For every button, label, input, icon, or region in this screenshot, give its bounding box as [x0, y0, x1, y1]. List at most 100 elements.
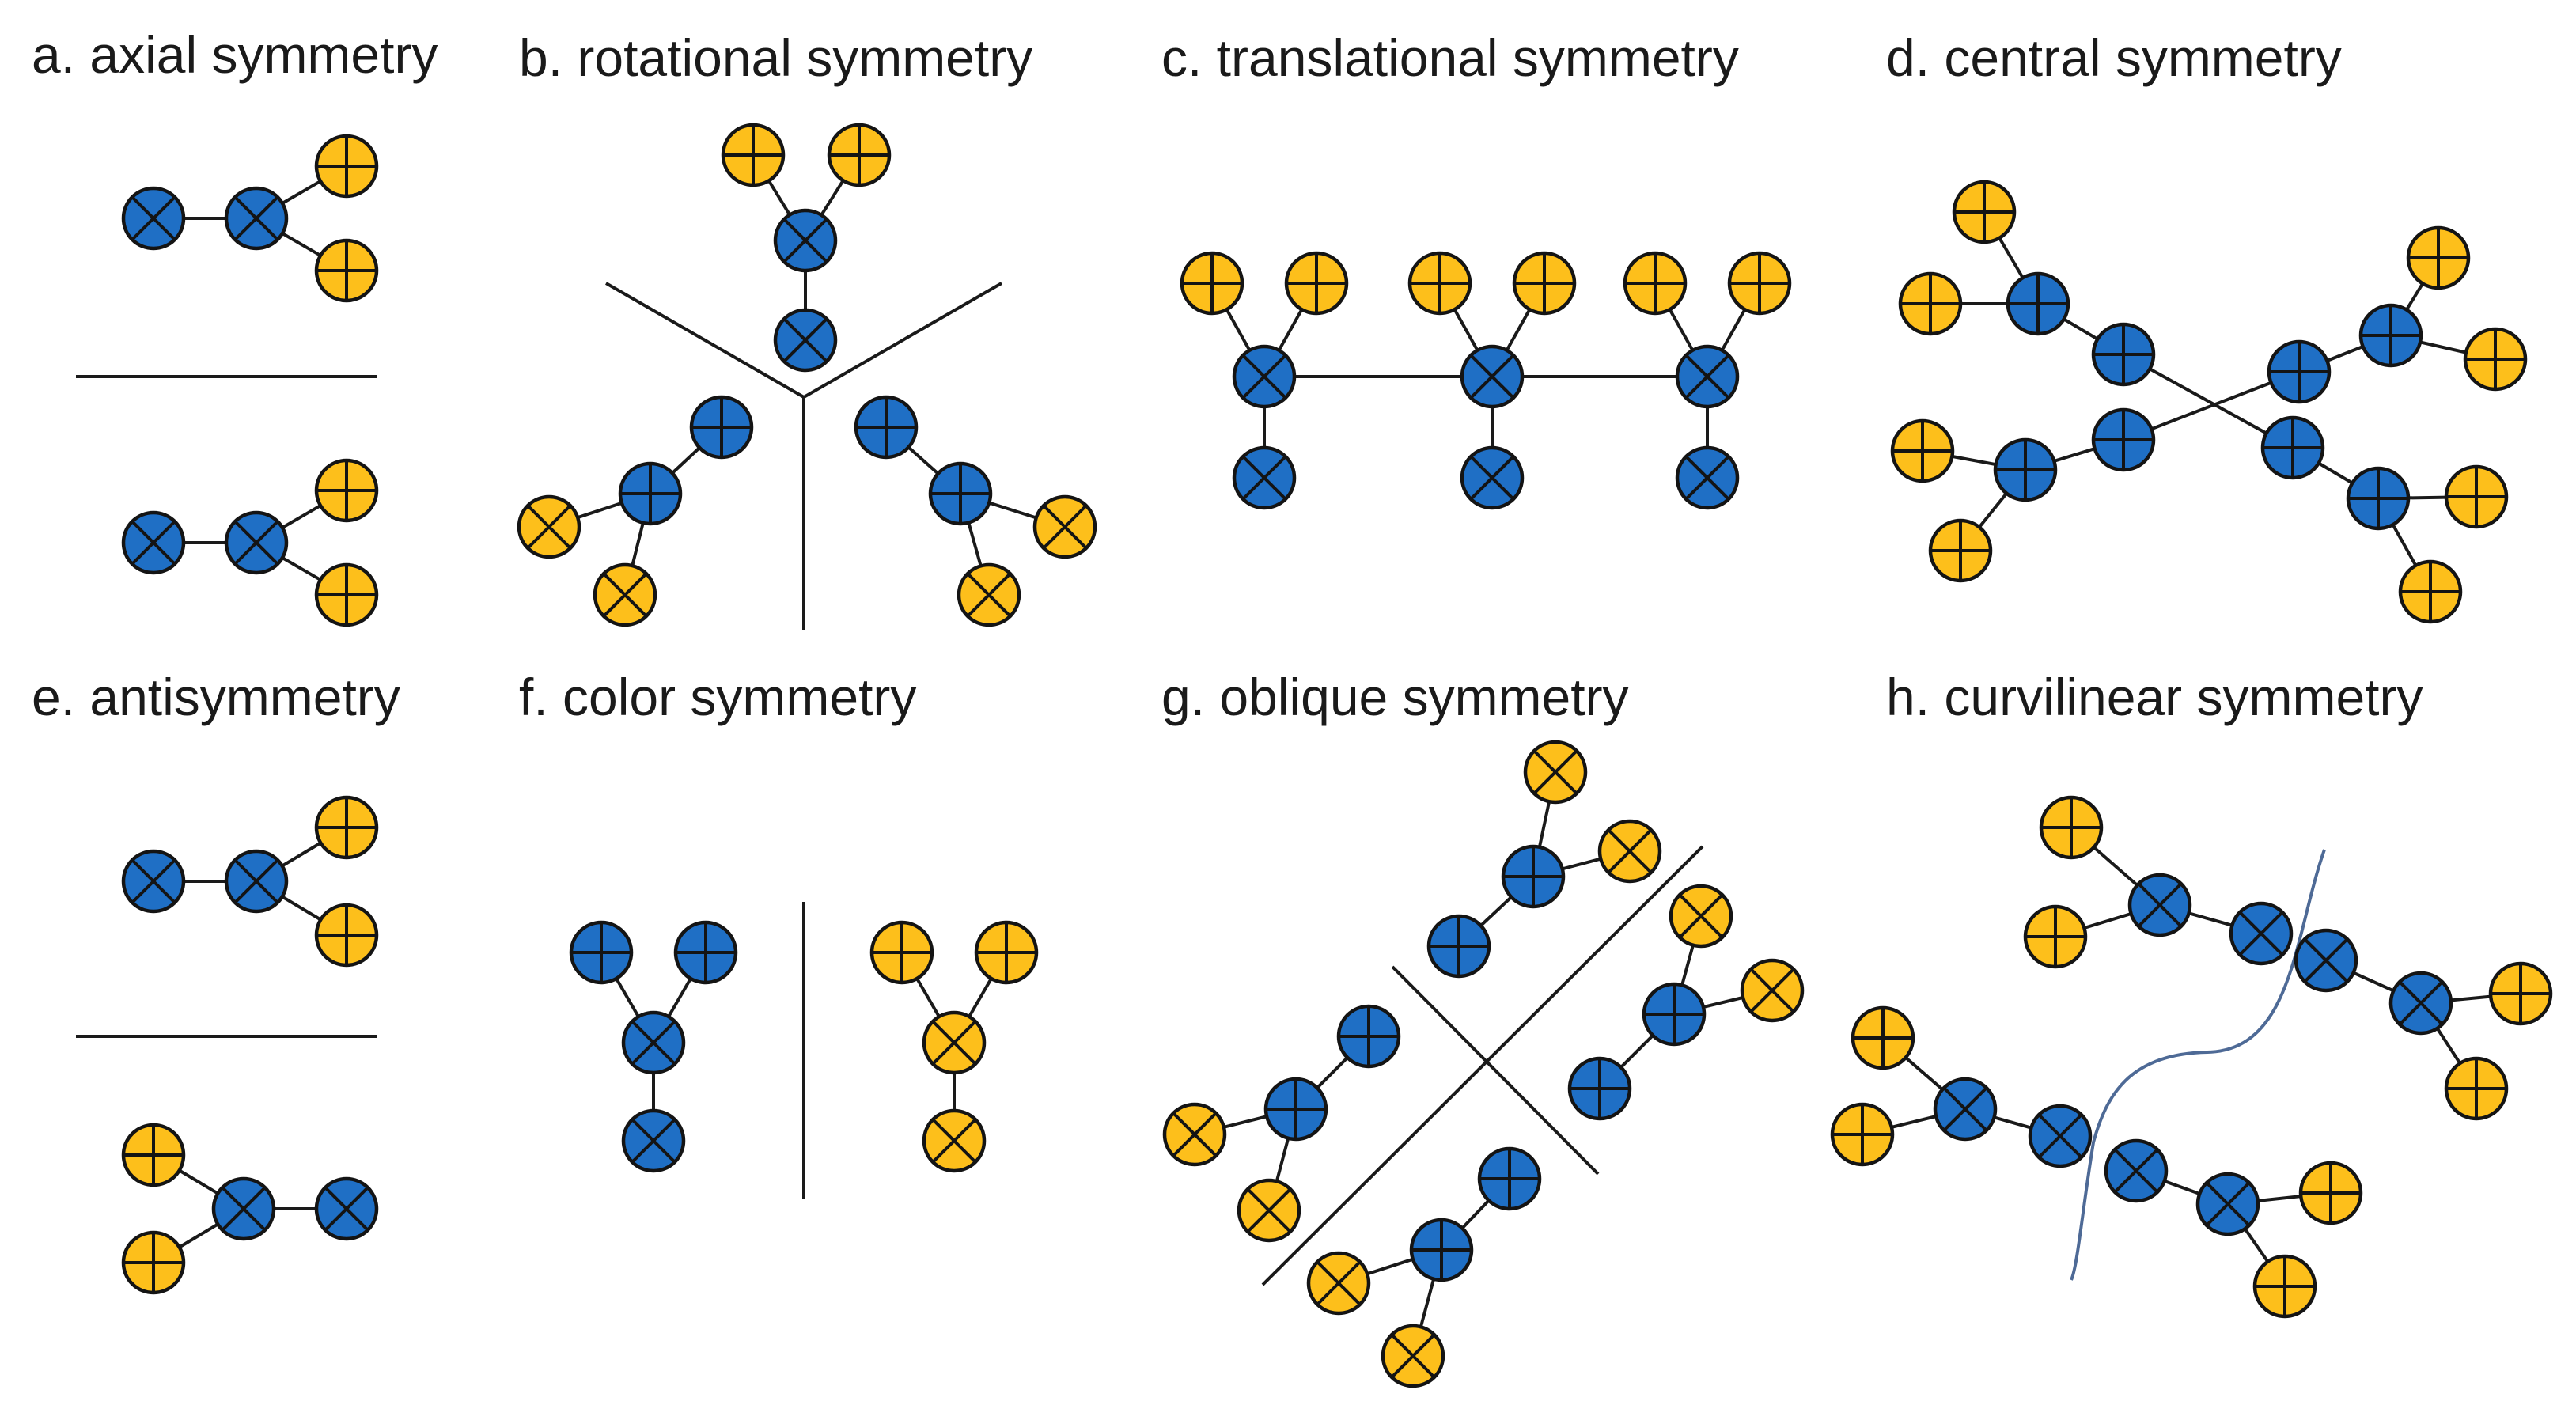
blue-node-cross: [2388, 971, 2453, 1036]
symmetry-axis: [803, 282, 1002, 399]
yellow-node-cross: [1237, 1178, 1301, 1243]
panel-c-diagram: [1180, 251, 1792, 510]
blue-node-cross: [621, 1108, 686, 1173]
blue-node-cross: [314, 1176, 379, 1241]
yellow-node-cross: [1032, 494, 1097, 559]
panel-b-label: b. rotational symmetry: [519, 28, 1032, 87]
blue-node-cross: [1675, 344, 1740, 409]
yellow-node-plus: [1180, 251, 1244, 316]
yellow-node-cross: [922, 1108, 987, 1173]
panel-f-label: f. color symmetry: [519, 668, 916, 726]
blue-node-cross: [121, 849, 186, 914]
yellow-node-plus: [314, 562, 379, 627]
yellow-node-plus: [1851, 1005, 1915, 1070]
yellow-node-plus: [2406, 225, 2471, 290]
yellow-node-cross: [1669, 884, 1733, 949]
blue-node-cross: [1675, 445, 1740, 510]
blue-node-plus: [673, 920, 738, 985]
blue-node-cross: [1460, 344, 1525, 409]
yellow-node-plus: [1928, 518, 1993, 583]
blue-node-plus: [1409, 1218, 1474, 1282]
blue-node-plus: [2346, 466, 2411, 531]
yellow-node-plus: [1830, 1102, 1895, 1167]
yellow-node-cross: [1740, 958, 1805, 1023]
symmetry-axis: [1261, 845, 1704, 1286]
blue-node-plus: [618, 461, 683, 526]
blue-node-cross: [121, 510, 186, 575]
blue-node-plus: [1501, 844, 1566, 909]
yellow-node-plus: [2444, 1056, 2509, 1121]
panel-g-diagram: [1162, 740, 1805, 1388]
yellow-node-plus: [1512, 251, 1577, 316]
yellow-node-plus: [2298, 1161, 2363, 1225]
blue-node-plus: [1993, 437, 2058, 502]
blue-node-cross: [121, 186, 186, 251]
symmetry-axis: [1391, 965, 1600, 1176]
yellow-node-plus: [314, 458, 379, 523]
blue-node-cross: [2028, 1104, 2093, 1168]
yellow-node-plus: [869, 920, 934, 985]
yellow-node-cross: [517, 494, 581, 559]
yellow-node-plus: [121, 1230, 186, 1295]
blue-node-plus: [854, 395, 919, 460]
blue-node-plus: [1567, 1056, 1632, 1121]
yellow-node-plus: [1890, 418, 1955, 483]
blue-node-plus: [2091, 407, 2156, 472]
yellow-node-plus: [827, 123, 892, 187]
blue-node-cross: [773, 208, 838, 273]
panel-h-label: h. curvilinear symmetry: [1886, 668, 2423, 726]
panel-d-diagram: [1890, 180, 2528, 624]
yellow-node-cross: [1381, 1324, 1445, 1388]
panel-h-diagram: [1830, 795, 2553, 1319]
blue-node-cross: [211, 1176, 276, 1241]
yellow-node-plus: [1407, 251, 1472, 316]
blue-node-plus: [2267, 339, 2332, 404]
panel-e-diagram: [76, 795, 379, 1295]
blue-node-cross: [224, 186, 289, 251]
blue-node-cross: [1933, 1077, 1998, 1142]
blue-node-plus: [689, 395, 754, 460]
yellow-node-plus: [2398, 559, 2463, 624]
blue-node-cross: [2294, 928, 2358, 993]
blue-node-cross: [224, 849, 289, 914]
panel-d-label: d. central symmetry: [1886, 28, 2342, 87]
panel-g-label: g. oblique symmetry: [1161, 668, 1629, 726]
yellow-node-plus: [2252, 1254, 2317, 1319]
yellow-node-plus: [721, 123, 786, 187]
yellow-node-plus: [1727, 251, 1792, 316]
blue-node-cross: [1460, 445, 1525, 510]
blue-node-plus: [2091, 322, 2156, 387]
yellow-node-plus: [2023, 904, 2088, 969]
yellow-node-plus: [314, 903, 379, 968]
blue-node-plus: [928, 461, 993, 526]
blue-node-cross: [224, 510, 289, 575]
yellow-node-cross: [1306, 1251, 1371, 1316]
blue-node-cross: [773, 308, 838, 373]
yellow-node-plus: [121, 1123, 186, 1187]
yellow-node-plus: [314, 795, 379, 860]
blue-node-cross: [2195, 1172, 2260, 1236]
blue-node-plus: [569, 920, 634, 985]
yellow-node-plus: [314, 134, 379, 199]
yellow-node-cross: [957, 562, 1021, 627]
blue-node-plus: [1426, 914, 1491, 979]
symmetry-axis: [605, 282, 805, 399]
blue-node-plus: [1263, 1077, 1328, 1142]
yellow-node-plus: [314, 238, 379, 303]
yellow-node-plus: [2488, 961, 2553, 1026]
blue-node-cross: [621, 1010, 686, 1075]
panel-a-label: a. axial symmetry: [32, 25, 438, 84]
blue-node-plus: [1642, 982, 1707, 1047]
bond-line: [2123, 353, 2294, 449]
blue-node-cross: [2104, 1138, 2169, 1203]
yellow-node-plus: [2444, 464, 2509, 529]
yellow-node-plus: [2463, 327, 2528, 392]
yellow-node-plus: [974, 920, 1039, 985]
yellow-node-cross: [1523, 740, 1588, 805]
blue-node-plus: [1477, 1146, 1542, 1211]
panel-f-diagram: [569, 902, 1039, 1199]
blue-node-cross: [1232, 344, 1297, 409]
blue-node-cross: [2229, 901, 2294, 966]
blue-node-plus: [1336, 1004, 1401, 1069]
